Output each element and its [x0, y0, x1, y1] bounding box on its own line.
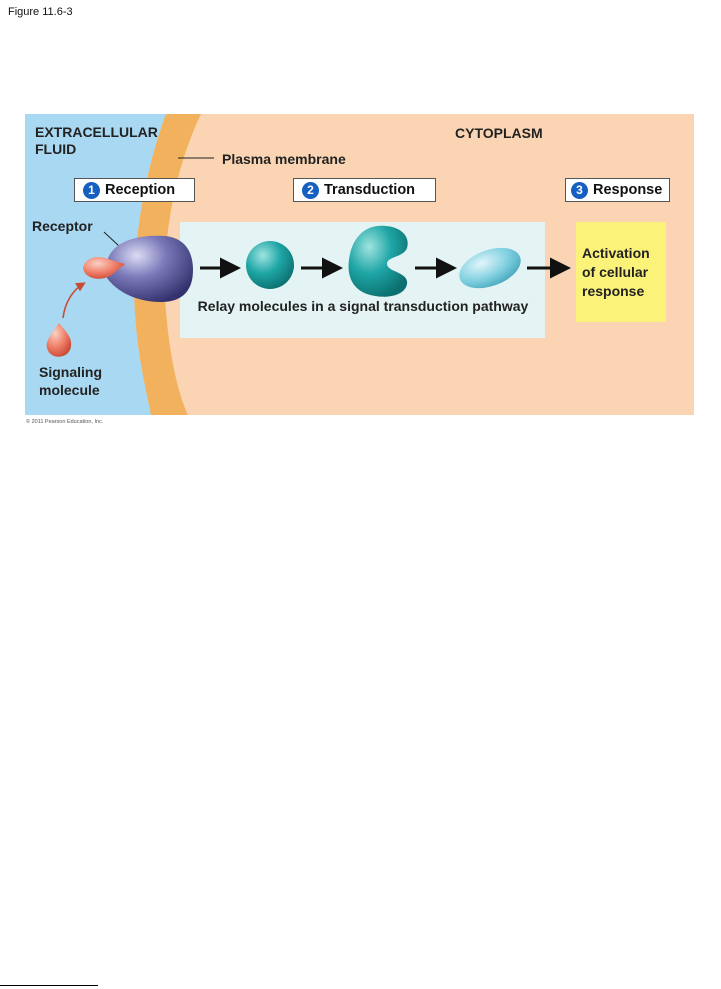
receptor-icon [107, 236, 193, 302]
footnote-rule [0, 985, 98, 986]
binding-arrow [63, 284, 83, 318]
signal-transduction-diagram: EXTRACELLULAR FLUID CYTOPLASM Plasma mem… [25, 114, 694, 415]
relay-molecule-2-icon [349, 226, 408, 297]
figure-label: Figure 11.6-3 [8, 6, 73, 18]
signaling-molecule-icon [47, 323, 72, 357]
relay-molecule-3-icon [454, 240, 526, 296]
receptor-leader-line [104, 232, 119, 246]
pathway-shapes [25, 114, 694, 415]
copyright-credit: © 2011 Pearson Education, Inc. [26, 419, 103, 425]
relay-molecule-1-icon [246, 241, 294, 289]
